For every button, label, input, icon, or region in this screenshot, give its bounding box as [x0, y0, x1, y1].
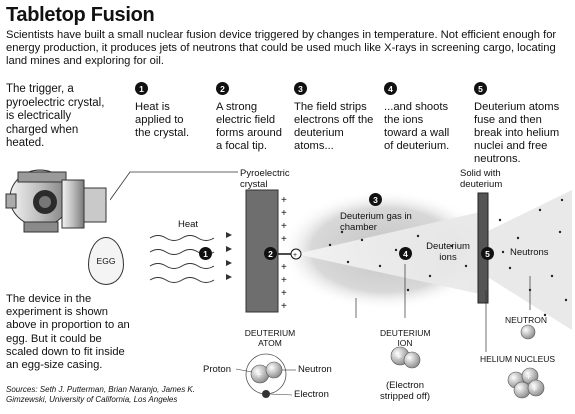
step-3: 3 The field strips electrons off the deu… — [294, 82, 374, 153]
fusion-device-illustration — [5, 169, 107, 233]
sources-credit: Sources: Seth J. Putterman, Brian Naranj… — [6, 385, 195, 404]
atom-title: DEUTERIUM ATOM — [244, 328, 296, 348]
svg-text:+: + — [396, 352, 402, 363]
ion-title: DEUTERIUM ION — [380, 328, 431, 348]
step-text: ...and shoots the ions toward a wall of … — [384, 101, 450, 152]
step-text: Deuterium atoms fuse and then break into… — [474, 101, 560, 165]
heat-arrows — [149, 235, 215, 283]
step-1: 1 Heat is applied to the crystal. — [135, 82, 197, 140]
step-2: 2 A strong electric field forms around a… — [216, 82, 288, 153]
marker-1: 1 — [199, 247, 212, 260]
step-number: 5 — [474, 82, 487, 95]
ion-beam — [296, 212, 480, 294]
trigger-text: The trigger, a pyroelectric crystal, is … — [6, 83, 105, 149]
step-number: 3 — [294, 82, 307, 95]
device-leader-line — [110, 171, 238, 201]
svg-text:+: + — [532, 384, 537, 394]
svg-text:+: + — [281, 234, 287, 245]
neutron-title: NEUTRON — [505, 315, 548, 325]
egg-shape: EGG — [88, 237, 124, 285]
svg-text:+: + — [281, 288, 287, 299]
marker-5: 5 — [481, 247, 494, 260]
svg-text:+: + — [281, 275, 287, 286]
egg-label: EGG — [96, 256, 116, 266]
marker-3: 3 — [369, 193, 382, 206]
step-number: 4 — [384, 82, 397, 95]
step-number: 1 — [135, 82, 148, 95]
intro-text: Scientists have built a small nuclear fu… — [6, 29, 557, 67]
svg-text:+: + — [281, 208, 287, 219]
step-text: A strong electric field forms around a f… — [216, 101, 282, 152]
neutron-part-label: Neutron — [298, 364, 332, 375]
device-note: The device in the experiment is shown ab… — [6, 293, 130, 372]
page-title: Tabletop Fusion — [6, 4, 155, 26]
neutron-icon — [520, 324, 536, 340]
svg-text:+: + — [281, 301, 287, 312]
step-5: 5 Deuterium atoms fuse and then break in… — [474, 82, 572, 166]
ions-label: Deuterium ions — [426, 241, 470, 263]
step-text: The field strips electrons off the deute… — [294, 101, 374, 152]
step-4: 4 ...and shoots the ions toward a wall o… — [384, 82, 458, 153]
svg-text:+: + — [281, 221, 287, 232]
svg-text:+: + — [281, 195, 287, 206]
deuterium-ion-icon: + — [390, 346, 421, 369]
step-text: Heat is applied to the crystal. — [135, 101, 190, 139]
svg-text:+: + — [281, 262, 287, 273]
proton-label: Proton — [203, 364, 231, 375]
electron-label: Electron — [294, 389, 329, 400]
heat-label: Heat — [178, 219, 199, 230]
marker-4: 4 — [399, 247, 412, 260]
crystal-label: Pyroelectric crystal — [240, 168, 290, 190]
step-number: 2 — [216, 82, 229, 95]
svg-text:+: + — [256, 370, 262, 381]
gas-label: Deuterium gas in chamber — [340, 211, 412, 233]
marker-2: 2 — [264, 247, 277, 260]
svg-text:+: + — [526, 372, 531, 382]
solid-label: Solid with deuterium — [460, 168, 503, 190]
helium-nucleus-icon: + + — [507, 367, 545, 399]
helium-title: HELIUM NUCLEUS — [480, 354, 556, 364]
neutrons-label: Neutrons — [510, 247, 549, 258]
svg-text:+: + — [293, 252, 297, 259]
ion-note: (Electron stripped off) — [380, 380, 430, 402]
deuterium-atom-icon: + — [235, 353, 296, 398]
neutron-cone — [486, 190, 572, 330]
